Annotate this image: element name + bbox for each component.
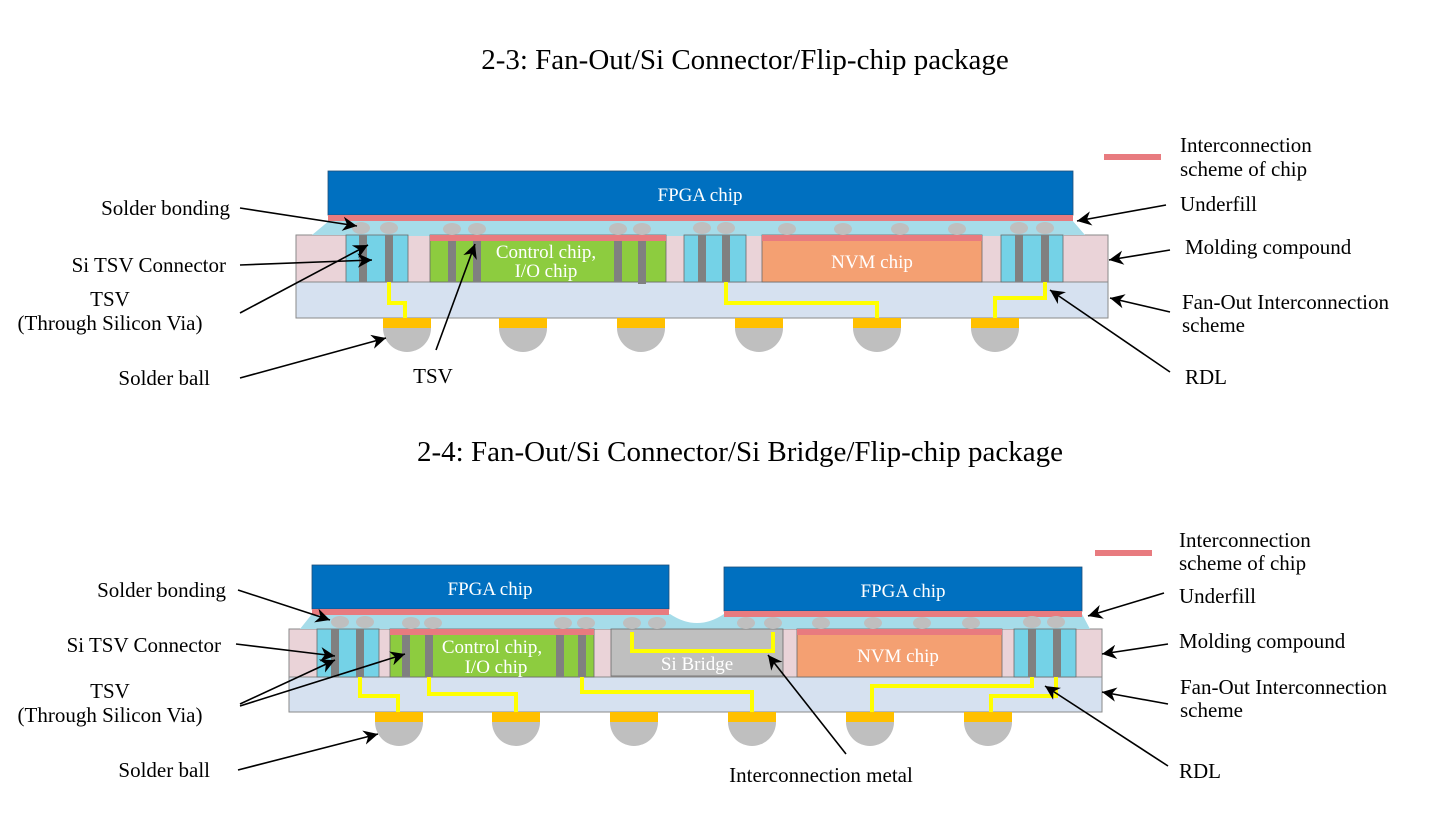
chip-label: FPGA chip: [658, 185, 743, 206]
label-tsv: TSV: [90, 287, 130, 311]
solder-bonding-bumps: [352, 222, 1054, 235]
leader-arrows: [235, 589, 1169, 771]
chip-label: I/O chip: [515, 261, 578, 282]
interconnect-scheme: [762, 235, 982, 241]
control-chip: [429, 234, 667, 283]
tsv-via: [1015, 235, 1023, 282]
tsv-via: [614, 241, 622, 282]
diagram-2-4: 2-4: Fan-Out/Si Connector/Si Bridge/Flip…: [18, 436, 1388, 787]
underfill: [300, 614, 1090, 629]
label-tsv-full: (Through Silicon Via): [18, 703, 203, 727]
chip-label: NVM chip: [857, 646, 939, 667]
label-underfill: Underfill: [1179, 584, 1256, 608]
chip-label: NVM chip: [831, 252, 913, 273]
tsv-via: [1053, 629, 1061, 677]
diagram-title: 2-3: Fan-Out/Si Connector/Flip-chip pack…: [481, 44, 1009, 76]
solder-bonding-bumps: [331, 616, 1065, 629]
nvm-chip: [796, 628, 1003, 678]
label-rdl: RDL: [1179, 759, 1221, 783]
tsv-via: [359, 235, 367, 282]
tsv-via: [473, 241, 481, 282]
tsv-via: [556, 635, 564, 677]
diagram-title: 2-4: Fan-Out/Si Connector/Si Bridge/Flip…: [417, 436, 1063, 468]
legend-label: Interconnection: [1179, 528, 1311, 552]
interconnection-metal: [630, 632, 775, 653]
rdl-traces: [387, 282, 1047, 318]
fanout-layer: [288, 676, 1103, 713]
chip-label: Control chip,: [496, 242, 596, 263]
tsv-via: [1041, 235, 1049, 282]
label-solder-ball: Solder ball: [118, 758, 210, 782]
tsv-via: [638, 241, 646, 284]
label-fanout: Fan-Out Interconnection: [1180, 675, 1388, 699]
chip-label: I/O chip: [465, 657, 528, 678]
tsv-via: [722, 235, 730, 282]
label-tsv: TSV: [90, 679, 130, 703]
tsv-via: [385, 235, 393, 282]
label-fanout: scheme: [1182, 313, 1245, 337]
tsv-via: [402, 635, 410, 677]
label-molding-compound: Molding compound: [1185, 235, 1352, 259]
chip-label: FPGA chip: [448, 579, 533, 600]
label-solder-ball: Solder ball: [118, 366, 210, 390]
fpga-chip-left: [311, 564, 670, 610]
legend-swatch: [1104, 154, 1161, 160]
label-interconnection-metal: Interconnection metal: [729, 763, 913, 787]
label-fanout: scheme: [1180, 698, 1243, 722]
si-tsv-connector: [1000, 234, 1064, 283]
si-tsv-connector: [683, 234, 747, 283]
interconnect-scheme: [312, 609, 669, 615]
fpga-chip-right: [723, 566, 1083, 612]
chip-label: Si Bridge: [661, 654, 733, 675]
interconnect-scheme: [797, 629, 1002, 635]
chip-label: FPGA chip: [861, 581, 946, 602]
legend-label: scheme of chip: [1180, 157, 1307, 181]
label-si-tsv-connector: Si TSV Connector: [67, 633, 221, 657]
tsv-via: [331, 629, 339, 677]
leader-arrows: [239, 204, 1171, 379]
legend-swatch: [1095, 550, 1152, 556]
diagram-2-3: 2-3: Fan-Out/Si Connector/Flip-chip pack…: [18, 44, 1390, 390]
tsv-via: [698, 235, 706, 282]
fanout-layer: [295, 281, 1109, 319]
interconnect-scheme: [328, 215, 1073, 221]
label-tsv-full: (Through Silicon Via): [18, 311, 203, 335]
label-underfill: Underfill: [1180, 192, 1257, 216]
si-tsv-connector: [316, 628, 380, 678]
tsv-via: [1028, 629, 1036, 677]
fpga-chip: [327, 170, 1074, 216]
solder-balls: [383, 318, 1019, 352]
interconnect-scheme: [430, 235, 666, 241]
label-solder-bonding: Solder bonding: [97, 578, 226, 602]
label-si-tsv-connector: Si TSV Connector: [72, 253, 226, 277]
solder-balls: [375, 712, 1012, 746]
interconnect-scheme: [390, 629, 594, 635]
interconnect-scheme: [724, 611, 1082, 617]
legend-label: scheme of chip: [1179, 551, 1306, 575]
si-tsv-connector: [1013, 628, 1077, 678]
tsv-via: [448, 241, 456, 282]
tsv-via: [356, 629, 364, 677]
label-tsv-bottom: TSV: [413, 364, 453, 388]
tsv-via: [425, 635, 433, 677]
chip-label: Control chip,: [442, 637, 542, 658]
tsv-via: [578, 635, 586, 677]
si-tsv-connector: [345, 234, 409, 283]
legend-label: Interconnection: [1180, 133, 1312, 157]
nvm-chip: [761, 234, 983, 283]
label-molding-compound: Molding compound: [1179, 629, 1346, 653]
label-fanout: Fan-Out Interconnection: [1182, 290, 1390, 314]
label-rdl: RDL: [1185, 365, 1227, 389]
label-solder-bonding: Solder bonding: [101, 196, 230, 220]
